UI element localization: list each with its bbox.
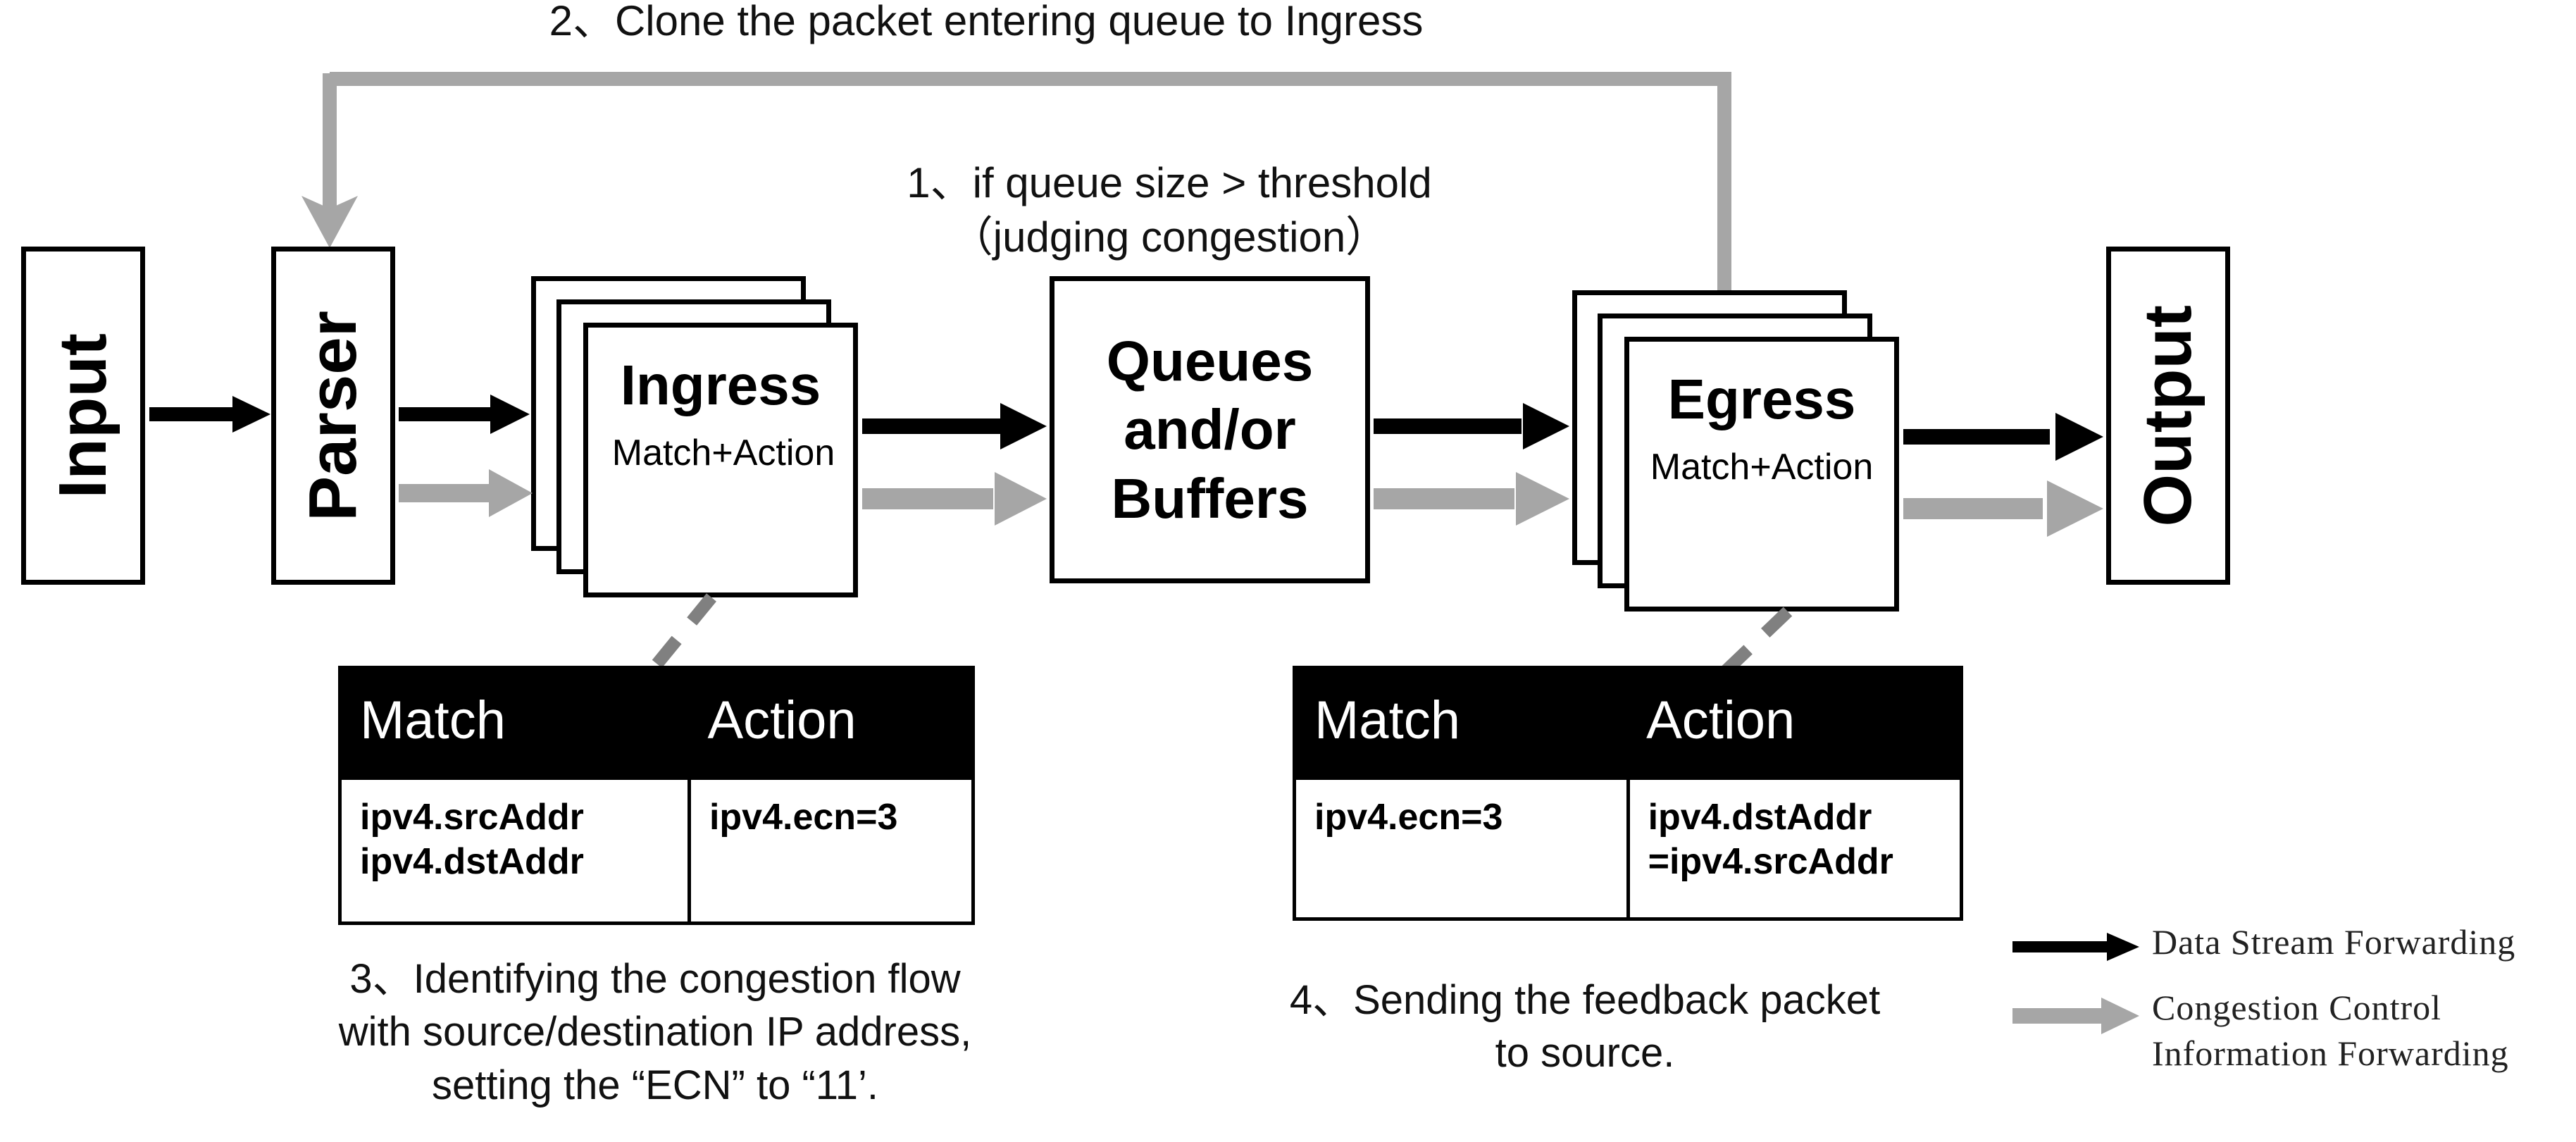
- pipeline-label-egress: Egress: [1667, 368, 1856, 430]
- pipeline-label-ingress: Ingress: [620, 354, 821, 416]
- table-header-row: Match Action: [340, 667, 973, 778]
- table-header-match: Match: [340, 667, 690, 778]
- pipeline-sublabel-egress: Match+Action: [1650, 447, 1874, 488]
- legend: Data Stream Forwarding Congestion Contro…: [2011, 916, 2568, 1099]
- note-step-2: 2、Clone the packet entering queue to Ing…: [549, 0, 1424, 44]
- note-step-1: 1、if queue size > threshold （judging con…: [907, 159, 1432, 261]
- pipeline-box-egress[interactable]: Egress Match+Action: [1624, 337, 1899, 612]
- pipeline-box-ingress[interactable]: Ingress Match+Action: [583, 323, 858, 597]
- table-row: ipv4.ecn=3 ipv4.dstAddr =ipv4.srcAddr: [1293, 776, 1964, 921]
- legend-label-congestion: Congestion Control Information Forwardin…: [2152, 988, 2509, 1073]
- pipeline-box-parser[interactable]: Parser: [271, 247, 395, 585]
- legend-item-congestion: Congestion Control Information Forwardin…: [2011, 985, 2568, 1091]
- table-cell-match: ipv4.ecn=3: [1293, 776, 1630, 921]
- legend-arrow-black-icon: [2012, 933, 2139, 961]
- pipeline-label-queues: Queues and/or Buffers: [1106, 329, 1314, 530]
- caption-step-3: 3、Identifying the congestion flow with s…: [338, 956, 972, 1108]
- caption-step-4: 4、Sending the feedback packet to source.: [1289, 977, 1881, 1076]
- table-header-match: Match: [1294, 667, 1629, 778]
- pipeline-sublabel-ingress: Match+Action: [611, 433, 835, 473]
- table-header-action: Action: [1628, 667, 1962, 778]
- table-header-row: Match Action: [1294, 667, 1962, 778]
- pipeline-label-input: Input: [45, 333, 120, 499]
- pipeline-label-output: Output: [2130, 304, 2205, 527]
- table-row: ipv4.srcAddr ipv4.dstAddr ipv4.ecn=3: [338, 776, 976, 925]
- pipeline-box-input[interactable]: Input: [21, 247, 145, 585]
- table-cell-match: ipv4.srcAddr ipv4.dstAddr: [338, 776, 691, 925]
- pipeline-box-output[interactable]: Output: [2106, 247, 2230, 585]
- ingress-match-action-table[interactable]: Match Action ipv4.srcAddr ipv4.dstAddr i…: [338, 666, 976, 925]
- legend-arrow-gray-icon: [2012, 998, 2139, 1034]
- legend-item-data-stream: Data Stream Forwarding: [2011, 916, 2568, 981]
- pipeline-box-queues[interactable]: Queues and/or Buffers: [1050, 276, 1370, 583]
- table-header-action: Action: [689, 667, 973, 778]
- pipeline-label-parser: Parser: [295, 310, 371, 521]
- table-cell-action: ipv4.dstAddr =ipv4.srcAddr: [1626, 776, 1964, 921]
- egress-match-action-table[interactable]: Match Action ipv4.ecn=3 ipv4.dstAddr =ip…: [1293, 666, 1964, 921]
- table-cell-action: ipv4.ecn=3: [687, 776, 976, 925]
- legend-label-data-stream: Data Stream Forwarding: [2152, 922, 2516, 962]
